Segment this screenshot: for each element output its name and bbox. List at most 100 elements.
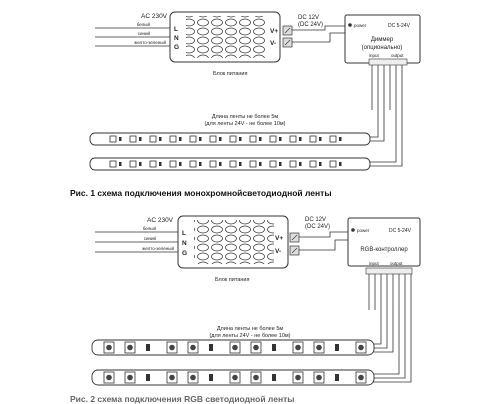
terminal-vplus: V+ — [270, 28, 278, 35]
led-chip — [189, 160, 197, 168]
dc-wires — [292, 25, 345, 43]
led-lens — [232, 374, 238, 381]
diagram-rgb: AC 230V белый синий желто-зеленый L N G … — [91, 215, 421, 386]
resistor — [335, 344, 339, 351]
rgb-terminal-block — [365, 267, 413, 275]
led-lens — [295, 344, 301, 351]
resistor — [259, 137, 262, 141]
resistor — [272, 344, 276, 351]
led-chip — [229, 160, 237, 168]
resistor — [209, 374, 213, 381]
resistor — [272, 374, 276, 381]
rgb-power-label: power — [357, 228, 370, 233]
vent-grille-2 — [194, 220, 274, 264]
led-strip-1 — [89, 132, 371, 146]
terminal-n-2: N — [182, 240, 187, 247]
resistor — [259, 162, 262, 166]
dc-voltage-label-alt: (DC 24V) — [298, 22, 323, 28]
rgb-controller-name: RGB-контроллер — [360, 247, 408, 253]
ac-voltage-label-2: AC 230V — [147, 217, 174, 224]
diagram-monochrome: AC 230V белый синий желто-зеленый L N G … — [89, 11, 421, 171]
figure-caption-2: Рис. 2 схема подключения RGB светодиодно… — [70, 394, 295, 404]
power-supply-unit-2: L N G V+ V- — [177, 215, 300, 269]
led-chip — [309, 135, 317, 143]
resistor — [319, 162, 322, 166]
led-lens — [127, 344, 133, 351]
led-chip — [309, 160, 317, 168]
resistor — [335, 374, 339, 381]
led-chip — [289, 135, 297, 143]
wire-label-blue: синий — [138, 30, 151, 36]
resistor — [139, 162, 142, 166]
resistor — [239, 162, 242, 166]
led-chip — [329, 135, 337, 143]
led-chip — [209, 160, 217, 168]
led-chip — [249, 160, 257, 168]
led-chip — [109, 160, 117, 168]
terminal-vplus-2: V+ — [275, 235, 283, 242]
resistor — [339, 137, 342, 141]
dimmer-input-label: input — [369, 53, 380, 58]
resistor — [159, 137, 162, 141]
power-supply-unit: L N G V+ V- — [169, 11, 293, 63]
led-chip — [229, 135, 237, 143]
led-chip — [109, 135, 117, 143]
led-strip-2 — [89, 157, 371, 171]
led-chip — [149, 135, 157, 143]
strip-length-note-24v: (для ленты 24V - не более 10м) — [204, 121, 285, 127]
dimmer-optional: (опционально) — [362, 45, 403, 51]
resistor — [139, 137, 142, 141]
resistor — [146, 374, 150, 381]
led-chip — [149, 160, 157, 168]
led-lens — [190, 344, 196, 351]
led-lens — [253, 344, 259, 351]
led-lens — [106, 374, 112, 381]
led-lens — [169, 374, 175, 381]
wire-label-white-2: белый — [143, 225, 157, 231]
rgb-led-strip-2 — [91, 369, 375, 386]
dimmer-controller: power DC 5-24V Диммер (опционально) inpu… — [344, 14, 421, 66]
led-lens — [232, 344, 238, 351]
psu-label: Блок питания — [213, 71, 247, 77]
resistor — [199, 137, 202, 141]
led-chip — [129, 160, 137, 168]
resistor — [299, 137, 302, 141]
led-lens — [316, 374, 322, 381]
resistor — [209, 344, 213, 351]
led-lens — [169, 344, 175, 351]
led-chip — [169, 160, 177, 168]
led-chip — [329, 160, 337, 168]
mains-wires-2 — [95, 231, 178, 253]
led-lens — [358, 344, 364, 351]
resistor — [279, 162, 282, 166]
strip-length-note-24v-2: (для ленты 24V - не более 10м) — [209, 333, 290, 339]
dimmer-output-label: output — [391, 53, 404, 58]
resistor — [119, 162, 122, 166]
wire-label-green: желто-зеленый — [134, 39, 166, 45]
rgb-output-wires — [368, 274, 412, 383]
dimmer-terminal-block — [368, 58, 408, 66]
led-lens — [190, 374, 196, 381]
led-chip — [209, 135, 217, 143]
resistor — [339, 162, 342, 166]
resistor — [219, 162, 222, 166]
terminal-l: L — [174, 26, 178, 33]
resistor — [219, 137, 222, 141]
led-chip — [129, 135, 137, 143]
dc-wires-2 — [299, 231, 348, 251]
mains-wires — [95, 27, 170, 47]
resistor — [199, 162, 202, 166]
wire-label-blue-2: синий — [144, 235, 157, 241]
terminal-n: N — [174, 35, 179, 42]
led-lens — [316, 344, 322, 351]
wire-label-green-2: желто-зеленый — [142, 245, 174, 251]
led-chip — [249, 135, 257, 143]
terminal-g: G — [174, 44, 179, 51]
led-chip — [169, 135, 177, 143]
led-lens — [358, 374, 364, 381]
psu-label-2: Блок питания — [215, 277, 249, 283]
strip-length-note-2: Длина ленты не более 5м — [217, 326, 284, 332]
terminal-g-2: G — [182, 250, 187, 257]
led-lens — [127, 374, 133, 381]
